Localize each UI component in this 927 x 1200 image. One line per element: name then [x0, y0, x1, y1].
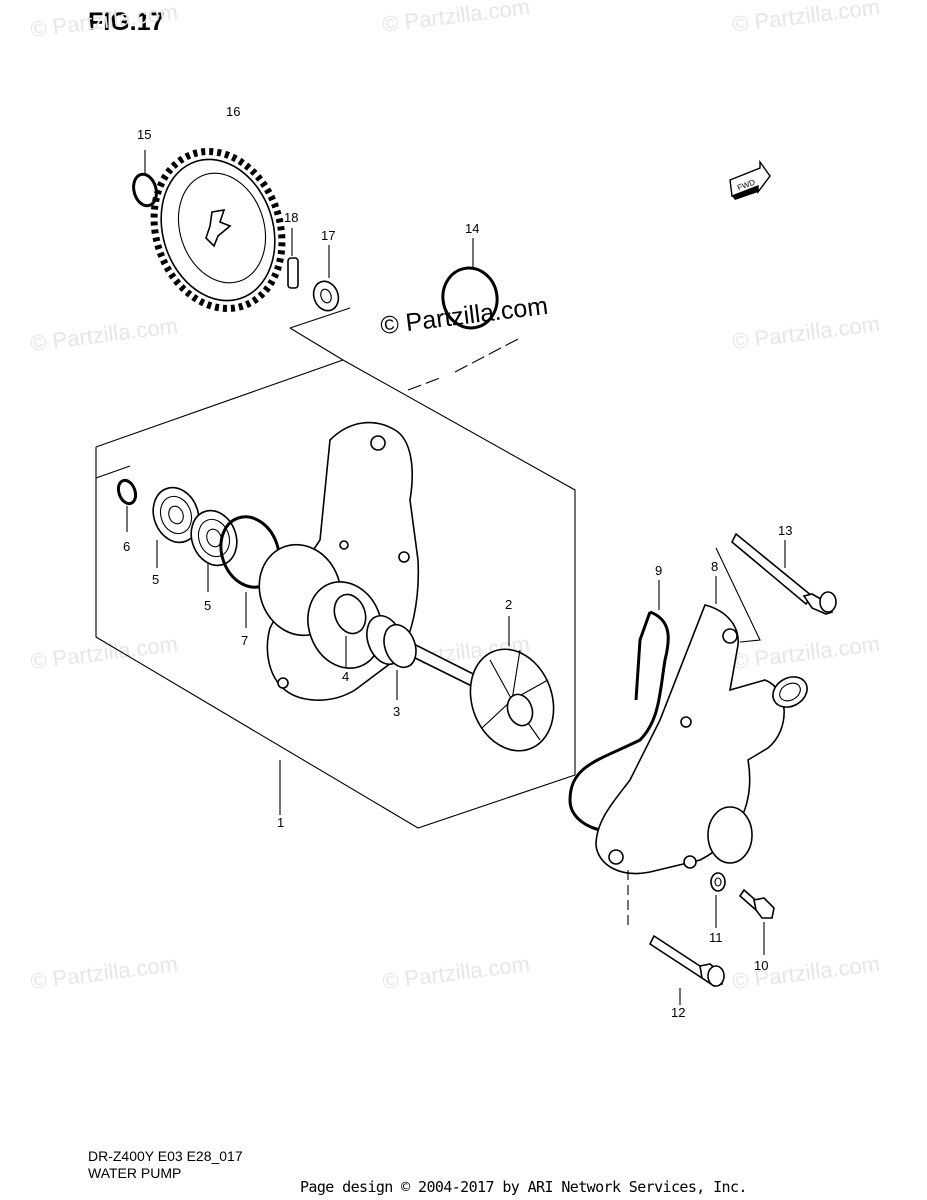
callout-label: 8: [711, 559, 718, 574]
impeller: [469, 616, 555, 752]
callout-label: 14: [465, 221, 479, 236]
flange-bolt: [715, 532, 837, 643]
washer: [312, 245, 340, 312]
callout-label: 11: [709, 930, 723, 945]
sprocket-gear: [150, 148, 286, 312]
model-code: DR-Z400Y E03 E28_017: [88, 1148, 243, 1164]
washer: [710, 872, 726, 928]
gasket: [568, 580, 670, 834]
callout-label: 16: [226, 104, 240, 119]
pump-cover: [595, 576, 808, 875]
circlip: [116, 478, 138, 532]
callout-label: 1: [277, 815, 284, 830]
callout-label: 17: [321, 228, 335, 243]
callout-label: 4: [342, 669, 349, 684]
callout-label: 18: [284, 210, 298, 225]
callout-label: 15: [137, 127, 151, 142]
callout-label: 13: [778, 523, 792, 538]
footer-credit: Page design © 2004-2017 by ARI Network S…: [300, 1178, 747, 1196]
callout-label: 9: [655, 563, 662, 578]
snap-ring: [132, 150, 158, 208]
dowel-pin: [287, 228, 299, 289]
small-bolt: [738, 888, 775, 955]
callout-label: 10: [754, 958, 768, 973]
footer-caption: DR-Z400Y E03 E28_017 WATER PUMP: [88, 1148, 243, 1182]
callout-label: 7: [241, 633, 248, 648]
callout-label: 3: [393, 704, 400, 719]
bearing: [152, 486, 200, 568]
callout-label: 6: [123, 539, 130, 554]
callout-label: 5: [152, 572, 159, 587]
callout-label: 12: [671, 1005, 685, 1020]
callout-labels: 1 2 3 4 5 5 6 7 8 9 10 11 12 13 14 15 16…: [123, 104, 792, 1020]
figure-title: FIG.17: [88, 8, 165, 36]
flange-bolt: [627, 870, 725, 1005]
forward-direction-arrow: FWD: [729, 159, 771, 200]
assembly-outline: [95, 307, 576, 829]
callout-label: 5: [204, 598, 211, 613]
section-name: WATER PUMP: [88, 1165, 182, 1181]
o-ring: [441, 238, 499, 330]
callout-label: 2: [505, 597, 512, 612]
